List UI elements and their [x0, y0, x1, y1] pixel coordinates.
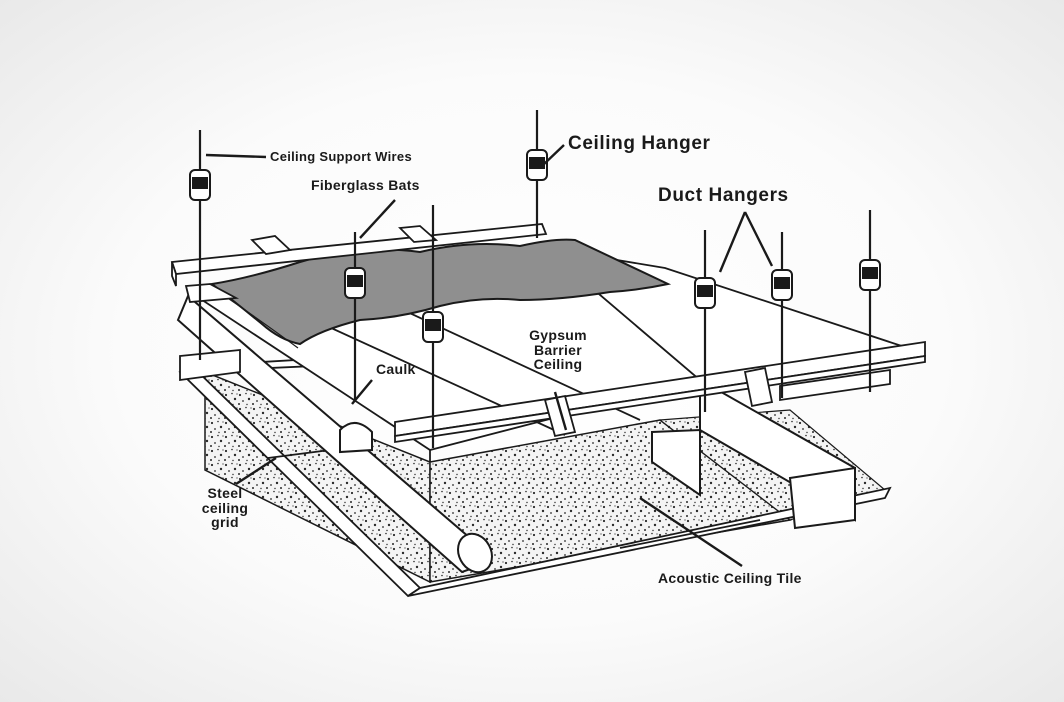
hanger-clips	[189, 149, 881, 343]
hanger-clip-2	[526, 149, 548, 181]
hanger-clip-1	[189, 169, 211, 201]
leader-lines	[205, 144, 774, 567]
label-steel-line-2: ceiling	[201, 499, 249, 516]
label-acoustic-ceiling-tile: Acoustic Ceiling Tile	[658, 570, 802, 586]
label-gypsum-line-3: Ceiling	[533, 356, 583, 373]
hanger-clip-3	[344, 267, 366, 299]
label-ceiling-hanger: Ceiling Hanger	[568, 133, 711, 154]
upper-runners	[170, 223, 548, 303]
label-caulk: Caulk	[376, 361, 416, 377]
lower-runners	[179, 340, 926, 444]
service-pipe	[176, 294, 493, 574]
label-gypsum-line-1: Gypsum	[529, 327, 587, 343]
label-gypsum-line-2: Barrier	[533, 341, 583, 358]
label-ceiling-support-wires: Ceiling Support Wires	[270, 149, 412, 164]
label-steel-line-1: Steel	[207, 485, 243, 501]
hanger-clip-5	[694, 277, 716, 309]
hanger-clip-6	[771, 269, 793, 301]
label-fiberglass-bats: Fiberglass Bats	[311, 177, 420, 193]
label-steel-ceiling-grid: Steel ceiling grid	[190, 486, 260, 530]
label-duct-hangers: Duct Hangers	[658, 185, 789, 206]
label-steel-line-3: grid	[211, 514, 239, 531]
label-gypsum-barrier-ceiling: Gypsum Barrier Ceiling	[518, 328, 598, 372]
rectangular-duct	[651, 378, 856, 530]
hanger-clip-7	[859, 259, 881, 291]
hanger-clip-4	[422, 311, 444, 343]
